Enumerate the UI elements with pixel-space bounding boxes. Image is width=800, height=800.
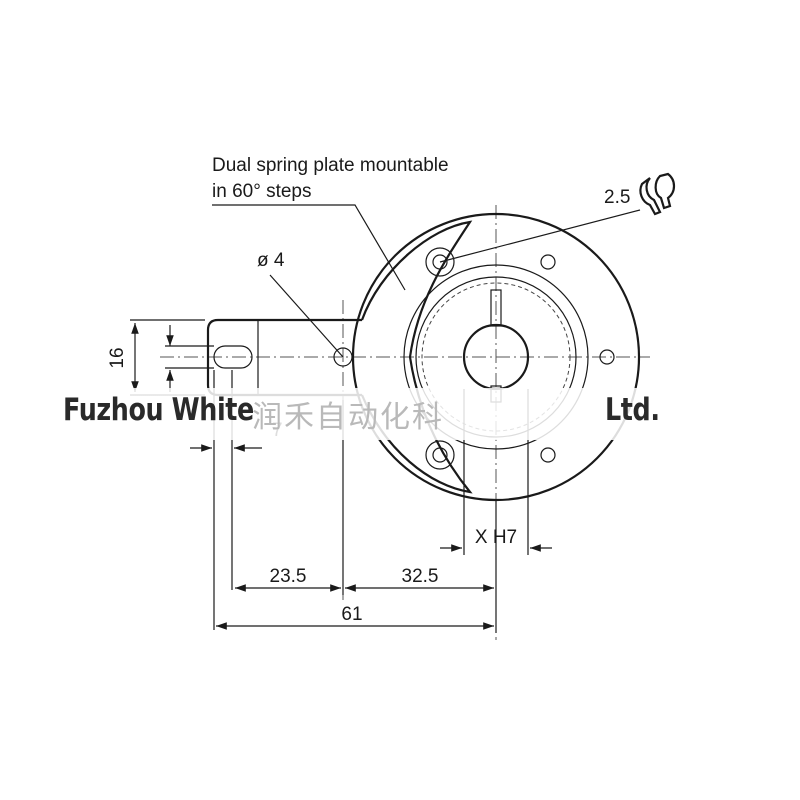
watermark-middle: 润禾自动化科	[252, 400, 444, 435]
dim-bore-label: X H7	[475, 527, 517, 548]
dim-left-offset-label: 23.5	[270, 566, 307, 587]
watermark-left: Fuzhou White	[63, 392, 254, 428]
wrench-icon	[639, 172, 676, 216]
note-line-2: in 60° steps	[212, 181, 312, 202]
watermark-right: Ltd.	[605, 392, 660, 428]
dim-height-label: 16	[107, 347, 128, 368]
dim-hole-label: ø 4	[257, 250, 285, 271]
dim-right-offset-label: 32.5	[402, 566, 439, 587]
dim-overall-label: 61	[341, 604, 362, 625]
note-line-1: Dual spring plate mountable	[212, 155, 449, 176]
leader-lines	[212, 204, 641, 358]
dim-wrench-label: 2.5	[604, 187, 630, 208]
dim-overall	[216, 500, 497, 633]
watermark-band	[0, 388, 800, 440]
spring-plate	[360, 220, 473, 494]
